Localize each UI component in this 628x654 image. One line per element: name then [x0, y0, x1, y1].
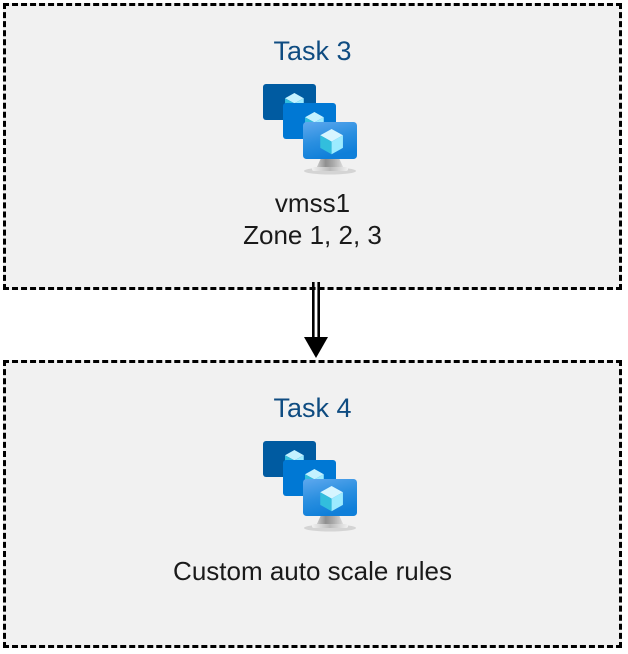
- task-box-task3[interactable]: Task 3: [3, 3, 622, 290]
- vm-scale-set-icon: [262, 441, 357, 532]
- caption-line: Zone 1, 2, 3: [243, 220, 382, 250]
- caption-line: vmss1: [274, 188, 351, 218]
- task-caption-task4: Custom auto scale rules: [173, 555, 452, 587]
- task-title-task4: Task 4: [273, 393, 352, 423]
- connector-arrow-task3-to-task4: [304, 282, 328, 358]
- vm-scale-set-icon: [262, 84, 357, 175]
- task-title-task3: Task 3: [273, 36, 352, 66]
- caption-line: Custom auto scale rules: [173, 556, 452, 586]
- task-box-task4[interactable]: Task 4: [3, 360, 622, 648]
- task-caption-task3: vmss1 Zone 1, 2, 3: [243, 187, 382, 251]
